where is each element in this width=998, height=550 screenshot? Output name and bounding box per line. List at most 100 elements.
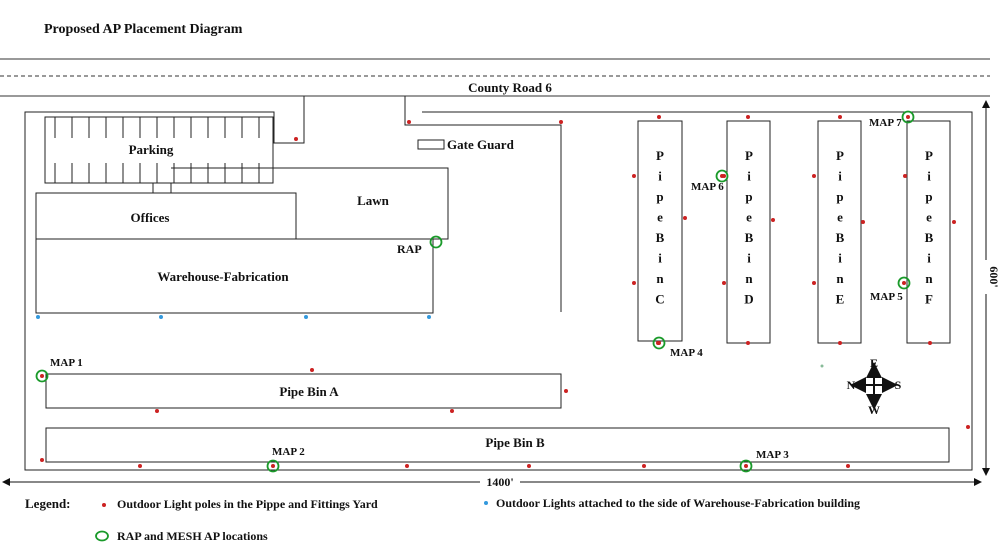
light-pole-dot (310, 368, 314, 372)
pipe-bin-d-letter: e (746, 210, 752, 225)
warehouse-building (35, 238, 434, 314)
pipe-bin-f-letter: e (926, 210, 932, 225)
pipe-bin-c-letter: i (658, 169, 662, 184)
pipe-bin-e-letter: e (837, 210, 843, 225)
yard-boundary (24, 96, 973, 471)
pipe-bin-a (45, 373, 562, 409)
map1-marker-icon (35, 369, 49, 383)
light-pole-dot (138, 464, 142, 468)
pipe-bin-c-letter: p (656, 189, 663, 204)
light-pole-dot (40, 374, 44, 378)
compass-w: W (868, 403, 880, 417)
light-pole-dot (838, 341, 842, 345)
map6-label: MAP 6 (691, 181, 724, 193)
pipe-bin-d-letter: B (745, 230, 754, 245)
pipe-bin-f-letter: i (927, 169, 931, 184)
legend-heading: Legend: (25, 496, 71, 511)
pipe-bin-f-letter: F (925, 292, 933, 307)
rap-label: RAP (397, 242, 422, 256)
pipe-bin-b-label: Pipe Bin B (485, 435, 545, 450)
diagram-title: Proposed AP Placement Diagram (44, 22, 243, 37)
wall-light-dot (36, 315, 40, 319)
compass-s: S (895, 378, 902, 392)
legend-ap-circle-text: RAP and MESH AP locations (117, 529, 268, 543)
light-pole-dot (720, 174, 724, 178)
light-pole-dot (952, 220, 956, 224)
parking-stalls (54, 117, 260, 183)
compass-e: E (870, 356, 878, 370)
gate-guard-booth (417, 139, 445, 150)
light-pole-dot (722, 281, 726, 285)
parking-label: Parking (129, 142, 174, 157)
map3-label: MAP 3 (756, 449, 789, 461)
light-pole-dot (657, 115, 661, 119)
pipe-bin-c-letter: C (655, 292, 664, 307)
map2-marker-icon (266, 459, 280, 473)
pipe-bin-d-letter: i (747, 251, 751, 266)
map4-marker-icon (652, 336, 666, 350)
legend-blue-dot-text: Outdoor Lights attached to the side of W… (496, 496, 860, 510)
light-pole-dot (564, 389, 568, 393)
light-pole-dot (771, 218, 775, 222)
map5-marker-icon (897, 276, 911, 290)
light-pole-dot (271, 464, 275, 468)
map7-marker-icon (901, 110, 915, 124)
wall-light-dot (304, 315, 308, 319)
light-pole-dot (642, 464, 646, 468)
light-pole-dot (656, 341, 660, 345)
warehouse-label: Warehouse-Fabrication (157, 269, 289, 284)
pipe-bin-d-letter: n (745, 271, 753, 286)
pipe-bin-c (637, 120, 683, 342)
warehouse-wall-lights (36, 315, 824, 368)
pipe-bin-f-letter: B (925, 230, 934, 245)
map7-label: MAP 7 (869, 117, 902, 129)
light-pole-dot (632, 281, 636, 285)
pipe-bin-f-letter: i (927, 251, 931, 266)
pipe-bin-f-letter: P (925, 148, 933, 163)
light-pole-dot (527, 464, 531, 468)
pipe-bin-f-letter: n (925, 271, 933, 286)
light-pole-dot (744, 464, 748, 468)
map3-marker-icon (739, 459, 753, 473)
light-pole-dot (902, 281, 906, 285)
lawn-label: Lawn (357, 193, 390, 208)
map1-label: MAP 1 (50, 357, 83, 369)
light-pole-dot (928, 341, 932, 345)
map6-marker-icon (715, 169, 729, 183)
legend-ap-circle-icon (95, 530, 109, 542)
marker-dot (820, 364, 824, 368)
pipe-bin-e-letter: P (836, 148, 844, 163)
light-pole-dot (966, 425, 970, 429)
wall-light-dot (427, 315, 431, 319)
light-pole-dot (906, 115, 910, 119)
legend-red-dot-text: Outdoor Light poles in the Pippe and Fit… (117, 497, 378, 511)
light-pole-dot (746, 341, 750, 345)
offices-label: Offices (131, 210, 170, 225)
light-pole-dot (838, 115, 842, 119)
pipe-bin-d-letter: D (744, 292, 753, 307)
road-label: County Road 6 (468, 80, 552, 95)
pipe-bin-c-letter: n (656, 271, 664, 286)
pipe-bin-c-letter: i (658, 251, 662, 266)
parking-lot (44, 116, 274, 184)
legend-blue-dot-icon (484, 501, 488, 505)
light-pole-dot (559, 120, 563, 124)
height-label-bg (979, 260, 993, 294)
compass-n: N (847, 378, 856, 392)
pipe-bin-b (45, 427, 950, 463)
width-dimension-label: 1400' (486, 475, 513, 489)
pipe-bin-e-letter: p (836, 189, 843, 204)
compass-icon: E W N S (847, 356, 902, 417)
pipe-bin-e-letter: i (838, 169, 842, 184)
pipe-bin-e-letter: E (836, 292, 845, 307)
light-pole-dot (294, 137, 298, 141)
width-label-bg (480, 474, 520, 488)
gate-guard-label: Gate Guard (447, 137, 515, 152)
pipe-bin-a-label: Pipe Bin A (279, 384, 339, 399)
pipe-bin-c-letter: P (656, 148, 664, 163)
yard-entrance-fence (404, 96, 562, 312)
light-pole-dot (40, 458, 44, 462)
light-pole-dot (903, 174, 907, 178)
